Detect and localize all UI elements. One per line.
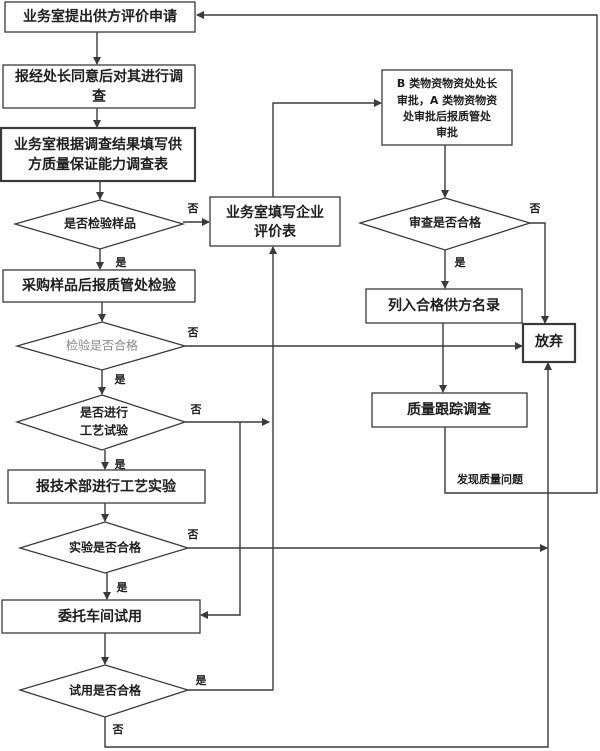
decision-process-test: 是否进行 工艺试验 xyxy=(14,394,188,451)
svg-text:是否检验样品: 是否检验样品 xyxy=(63,216,136,231)
label-trial-pass-yes: 是 xyxy=(195,674,208,687)
svg-text:放弃: 放弃 xyxy=(534,333,563,350)
svg-text:报经处长同意后对其进行调: 报经处长同意后对其进行调 xyxy=(15,68,183,85)
svg-text:实验是否合格: 实验是否合格 xyxy=(69,540,142,555)
svg-text:评价表: 评价表 xyxy=(254,223,297,240)
arrow-quality-issue-loop xyxy=(196,11,598,494)
svg-text:查: 查 xyxy=(92,88,107,105)
svg-text:处审批后报质管处: 处审批后报质管处 xyxy=(402,109,492,123)
node-quality-tracking: 质量跟踪调查 xyxy=(371,392,528,428)
svg-text:报技术部进行工艺实验: 报技术部进行工艺实验 xyxy=(36,478,177,495)
label-process-test-yes: 是 xyxy=(114,458,127,471)
svg-text:审批，A 类物资物资: 审批，A 类物资物资 xyxy=(397,93,497,107)
svg-text:委托车间试用: 委托车间试用 xyxy=(57,608,142,625)
svg-text:审批: 审批 xyxy=(436,125,458,139)
decision-inspection-pass: 检验是否合格 xyxy=(14,321,188,371)
node-buy-sample: 采购样品后报质管处检验 xyxy=(2,269,196,303)
arrow-trial-pass-no-to-abandon xyxy=(104,362,552,748)
arrow-review-no xyxy=(530,222,549,324)
label-check-yes: 是 xyxy=(115,256,128,269)
node-tech-dept-test: 报技术部进行工艺实验 xyxy=(7,469,206,504)
label-check-no: 否 xyxy=(187,202,199,215)
label-inspection-yes: 是 xyxy=(114,373,127,386)
svg-text:质量跟踪调查: 质量跟踪调查 xyxy=(407,401,492,418)
label-review-yes: 是 xyxy=(454,256,467,269)
node-qualified-list: 列入合格供方名录 xyxy=(365,288,523,324)
svg-text:业务室填写企业: 业务室填写企业 xyxy=(226,204,324,221)
node-director-approval: 报经处长同意后对其进行调 查 xyxy=(2,64,196,109)
svg-text:列入合格供方名录: 列入合格供方名录 xyxy=(388,297,500,314)
svg-text:审查是否合格: 审查是否合格 xyxy=(409,215,482,230)
label-test-pass-no: 否 xyxy=(187,528,199,541)
arrow-process-test-no-to-trial xyxy=(200,422,241,619)
node-fill-survey: 业务室根据调查结果填写供 方质量保证能力调查表 xyxy=(0,126,197,183)
svg-text:业务室根据调查结果填写供: 业务室根据调查结果填写供 xyxy=(14,136,182,153)
svg-text:工艺试验: 工艺试验 xyxy=(80,423,129,438)
arrow-evaluation-to-approval xyxy=(272,99,382,197)
label-process-test-no: 否 xyxy=(190,403,202,416)
svg-text:采购样品后报质管处检验: 采购样品后报质管处检验 xyxy=(21,277,177,294)
svg-text:试用是否合格: 试用是否合格 xyxy=(69,683,142,698)
connectors xyxy=(93,11,598,748)
decision-test-pass: 实验是否合格 xyxy=(17,521,191,574)
svg-text:是否进行: 是否进行 xyxy=(79,405,128,420)
svg-text:检验是否合格: 检验是否合格 xyxy=(66,338,138,353)
svg-text:B 类物资物资处处长: B 类物资物资处处长 xyxy=(397,76,498,90)
node-submit-request: 业务室提出供方评价申请 xyxy=(4,1,196,33)
decision-review-pass: 审查是否合格 xyxy=(357,197,533,251)
node-abandon: 放弃 xyxy=(521,322,577,364)
node-approval: B 类物资物资处处长 审批，A 类物资物资 处审批后报质管处 审批 xyxy=(381,69,513,146)
label-inspection-no: 否 xyxy=(187,326,199,339)
node-fill-evaluation: 业务室填写企业 评价表 xyxy=(209,196,341,247)
label-trial-pass-no: 否 xyxy=(112,723,124,736)
label-quality-issue: 发现质量问题 xyxy=(456,472,524,486)
decision-trial-pass: 试用是否合格 xyxy=(17,664,191,718)
svg-text:方质量保证能力调查表: 方质量保证能力调查表 xyxy=(28,156,169,173)
edge-labels: 否 是 否 是 否 是 否 是 是 否 否 是 发现质量问题 xyxy=(112,202,541,736)
label-test-pass-yes: 是 xyxy=(116,581,129,594)
node-workshop-trial: 委托车间试用 xyxy=(1,599,201,634)
label-review-no: 否 xyxy=(529,202,541,215)
decision-check-sample: 是否检验样品 xyxy=(12,199,186,250)
svg-text:业务室提出供方评价申请: 业务室提出供方评价申请 xyxy=(23,8,177,25)
